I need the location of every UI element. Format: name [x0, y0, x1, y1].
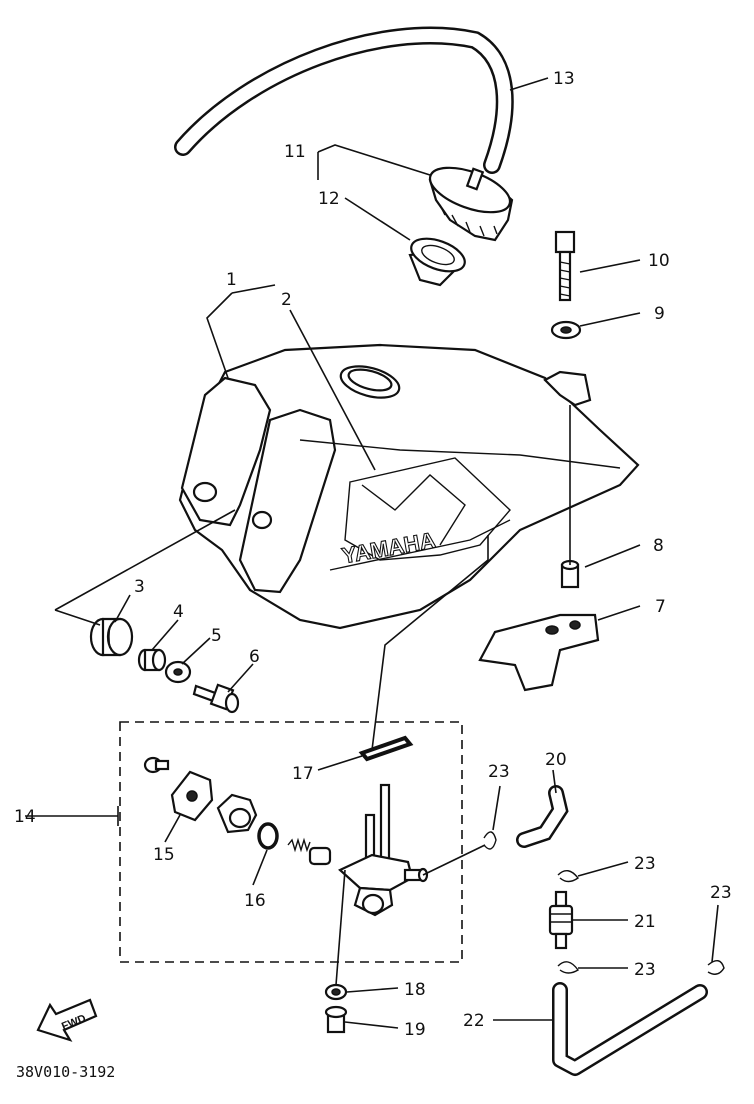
drain-screw-19 — [324, 1005, 348, 1034]
plunger-part — [308, 846, 332, 866]
damper-3 — [89, 617, 134, 657]
clip-23-a — [483, 831, 497, 850]
label-9: 9 — [654, 304, 665, 324]
gasket-17 — [358, 735, 414, 762]
label-10: 10 — [648, 251, 670, 271]
screw-15a — [143, 756, 170, 774]
bolt-6 — [192, 683, 240, 714]
fuel-cap-11 — [428, 166, 514, 242]
fuel-filter-21 — [548, 890, 574, 950]
label-18: 18 — [404, 980, 426, 1000]
o-ring-16 — [257, 822, 279, 850]
hose-22 — [552, 982, 708, 1076]
spring-part — [287, 837, 311, 853]
label-23-b: 23 — [634, 854, 656, 874]
fwd-arrow-icon: FWD — [36, 998, 98, 1042]
label-2: 2 — [281, 290, 292, 310]
label-20: 20 — [545, 750, 567, 770]
fuel-cock-assembly-box — [119, 721, 463, 963]
clip-23-d — [707, 960, 725, 975]
label-23-a: 23 — [488, 762, 510, 782]
label-7: 7 — [655, 597, 666, 617]
label-16: 16 — [244, 891, 266, 911]
label-23-d: 23 — [710, 883, 732, 903]
collar-4 — [137, 648, 167, 672]
label-1: 1 — [226, 270, 237, 290]
clip-23-b — [557, 870, 580, 883]
label-15: 15 — [153, 845, 175, 865]
washer-5 — [164, 660, 192, 684]
label-22: 22 — [463, 1011, 485, 1031]
label-11: 11 — [284, 142, 306, 162]
label-8: 8 — [653, 536, 664, 556]
gasket-12 — [408, 237, 466, 287]
clip-23-c — [557, 961, 580, 974]
label-13: 13 — [553, 69, 575, 89]
label-5: 5 — [211, 626, 222, 646]
label-12: 12 — [318, 189, 340, 209]
vent-hose-13 — [174, 26, 514, 174]
fuel-tank-1: YAMAHA — [178, 343, 640, 630]
label-14: 14 — [14, 807, 36, 827]
washer-18 — [324, 983, 348, 1001]
label-21: 21 — [634, 912, 656, 932]
label-17: 17 — [292, 764, 314, 784]
label-19: 19 — [404, 1020, 426, 1040]
washer-9 — [550, 320, 582, 340]
bracket-7 — [478, 613, 600, 692]
label-23-c: 23 — [634, 960, 656, 980]
hose-elbow-20 — [516, 785, 569, 848]
fuel-cock-body — [338, 783, 429, 917]
diaphragm-part — [216, 793, 258, 834]
diagram-code: 38V010-3192 — [16, 1063, 115, 1081]
plate-15 — [170, 770, 214, 822]
label-6: 6 — [249, 647, 260, 667]
bolt-10 — [554, 230, 576, 302]
callout-labels: 13 11 12 10 9 1 2 8 7 3 4 5 6 17 14 15 1… — [14, 69, 732, 1040]
label-4: 4 — [173, 602, 184, 622]
leader-lines — [25, 77, 719, 1029]
label-3: 3 — [134, 577, 145, 597]
